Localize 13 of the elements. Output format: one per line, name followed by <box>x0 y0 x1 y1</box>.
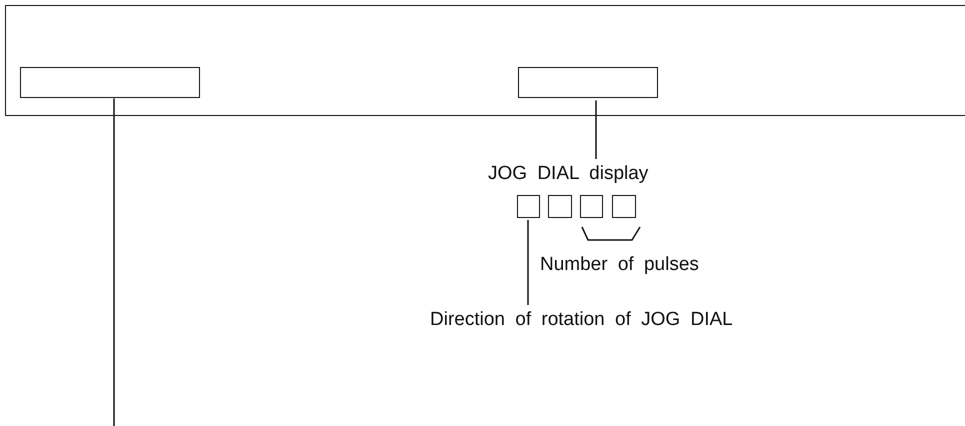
digit-box <box>580 195 603 218</box>
callout-label: JOG DIAL display <box>488 163 704 187</box>
leader-line <box>527 220 529 305</box>
digit-box <box>612 195 636 218</box>
device-panel <box>5 5 965 116</box>
digit-box <box>517 195 540 218</box>
digit-box <box>548 195 572 218</box>
display-window <box>518 67 658 98</box>
callout-label: Direction of rotation of JOG DIAL <box>430 309 822 335</box>
display-window <box>20 67 200 98</box>
callout-label: Number of pulses <box>540 254 699 277</box>
leader-line <box>595 100 597 159</box>
leader-line <box>113 98 115 426</box>
